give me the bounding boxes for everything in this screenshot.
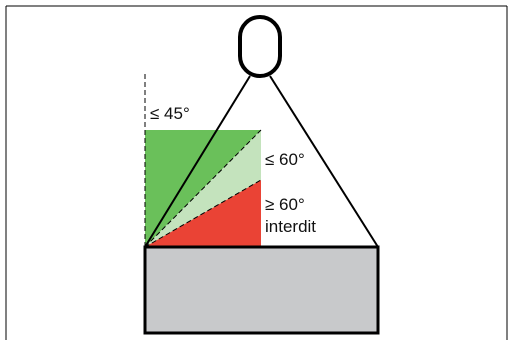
angle-60-line (144, 179, 262, 248)
angle-45-line (144, 129, 262, 248)
lifting-ring (238, 15, 282, 78)
sling-left (144, 75, 251, 248)
load-block (143, 245, 380, 335)
label-max-45: ≤ 45° (150, 104, 190, 123)
sling-right (269, 75, 379, 248)
label-over-60: ≥ 60° (265, 195, 305, 214)
label-forbidden: interdit (265, 217, 316, 236)
label-max-60: ≤ 60° (265, 150, 305, 169)
